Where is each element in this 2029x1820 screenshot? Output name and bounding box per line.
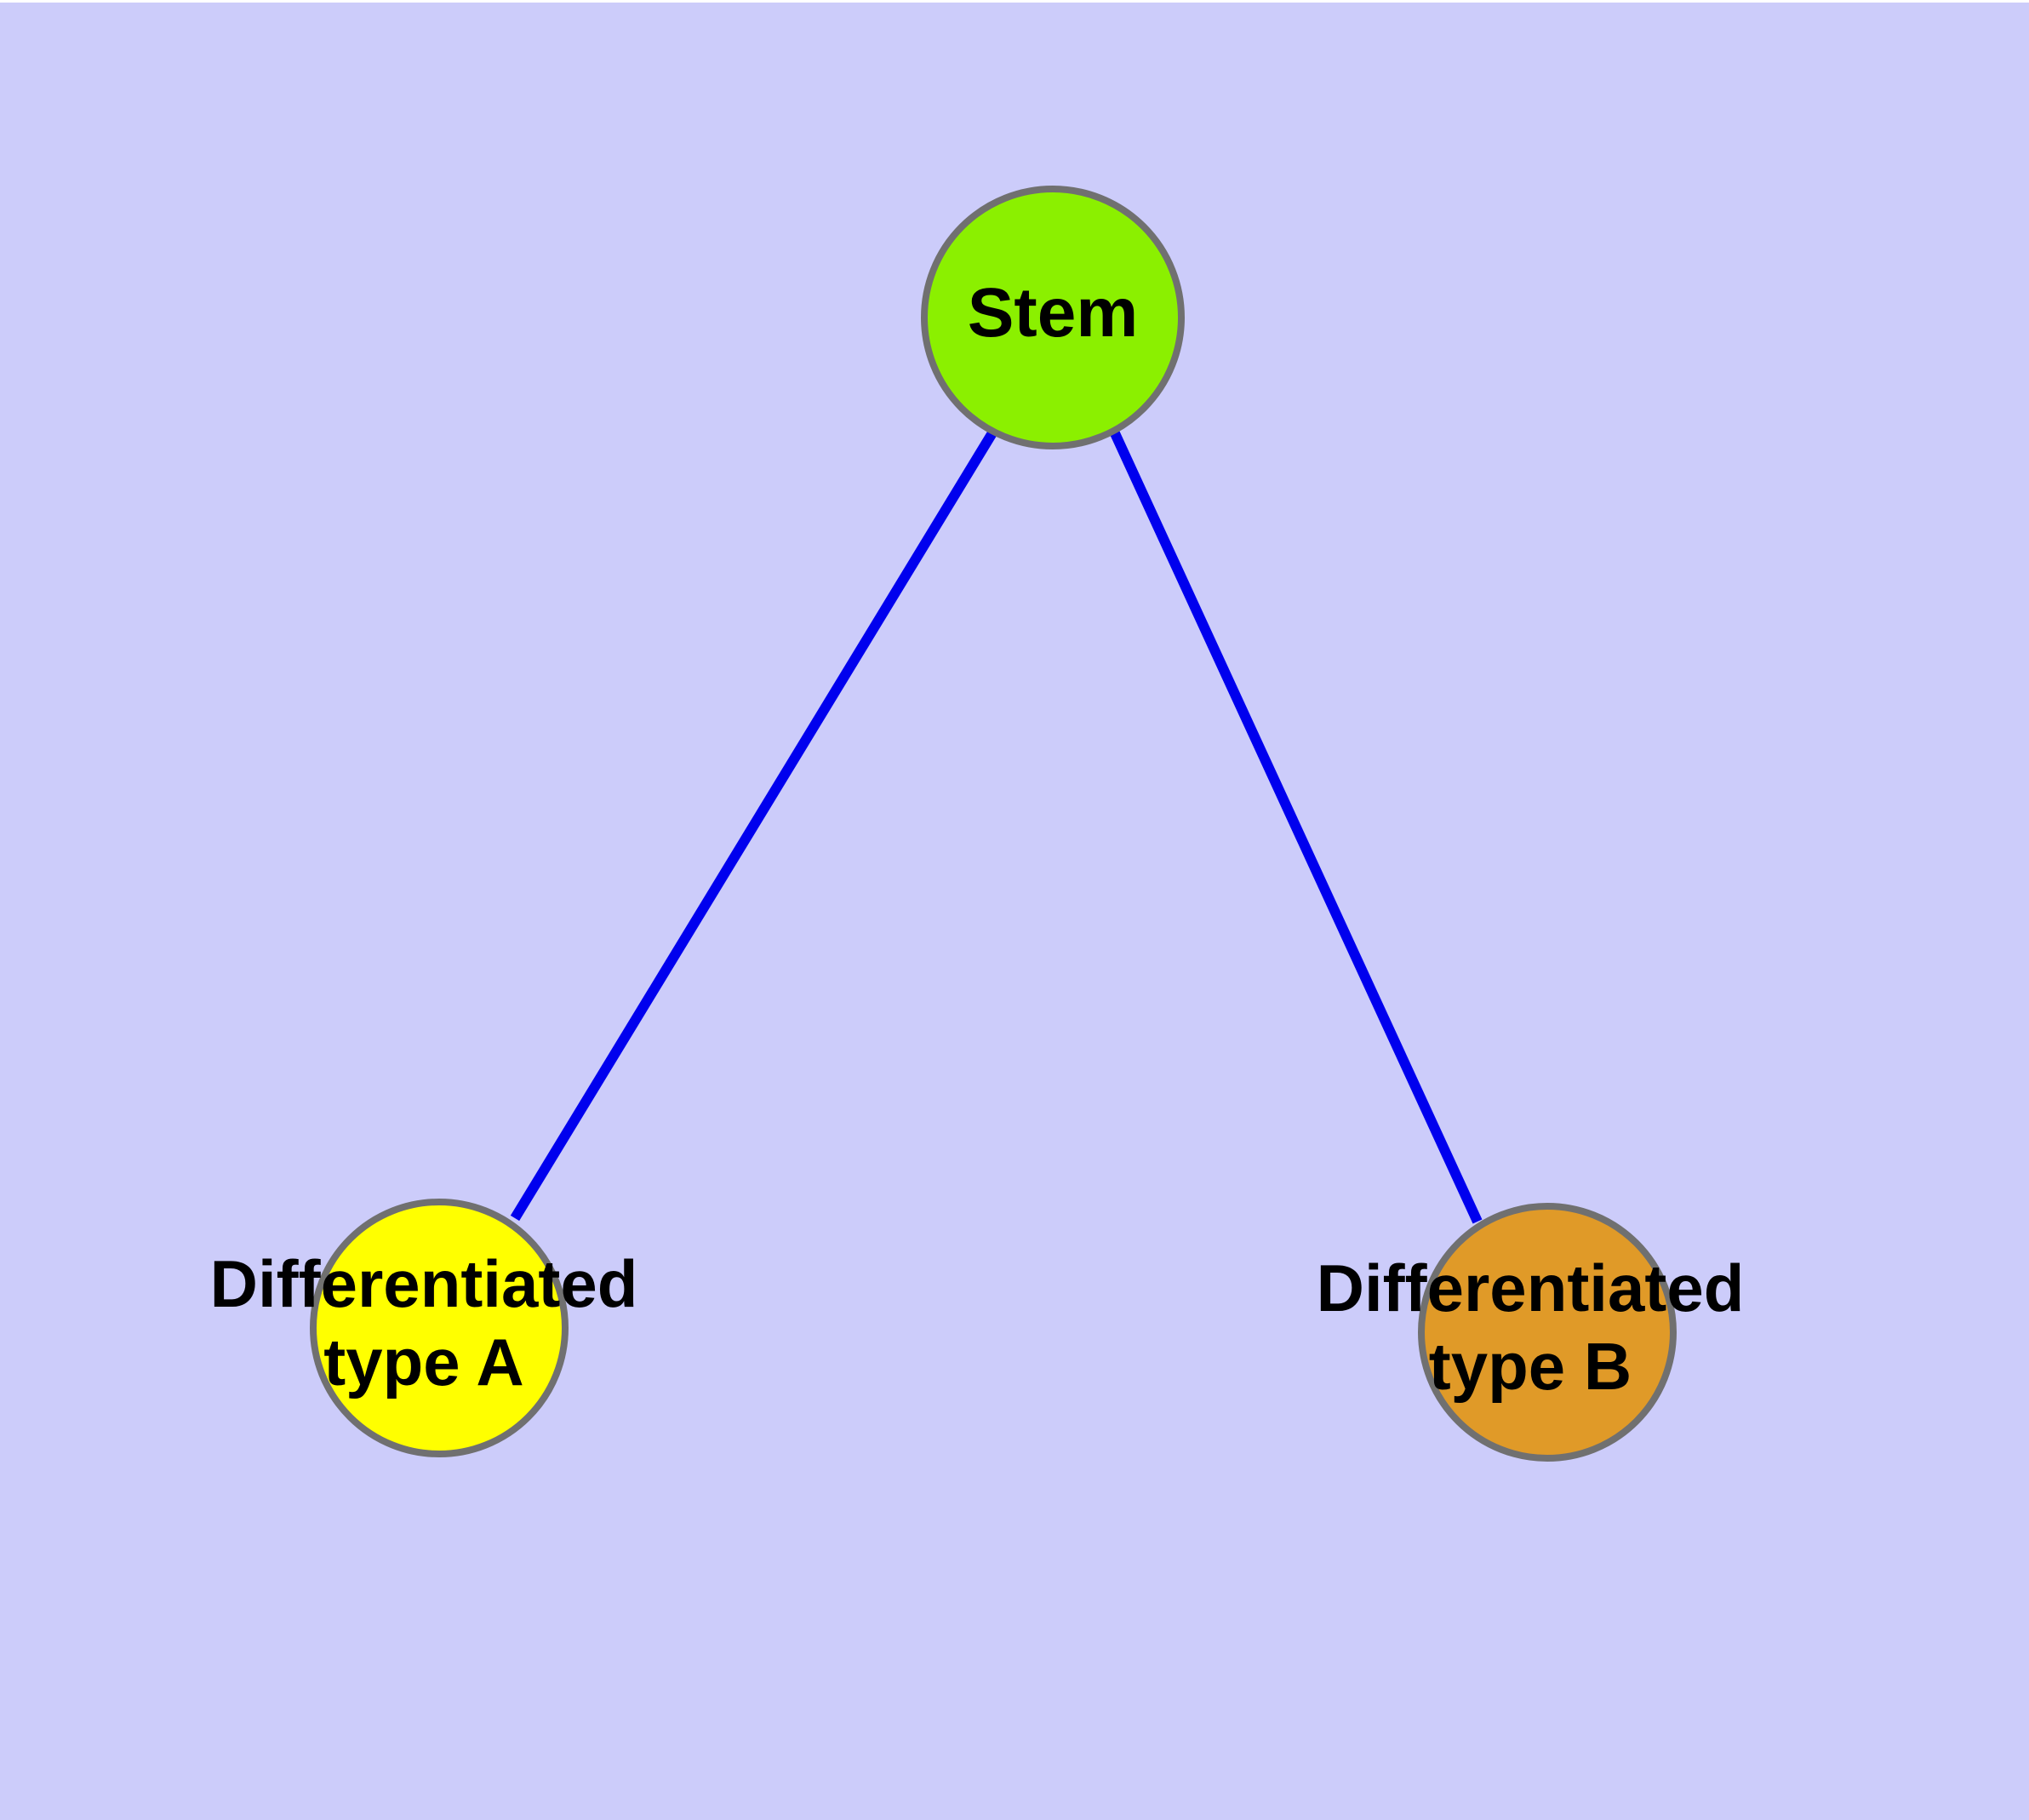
node-stem[interactable]: Stem <box>921 186 1185 449</box>
node-differentiated-type-b-circle[interactable] <box>1418 1203 1677 1462</box>
node-stem-label: Stem <box>968 274 1139 352</box>
edge-stem-to-differentiated-a[interactable] <box>510 428 998 1222</box>
edge-layer <box>510 428 1483 1224</box>
node-stem-circle[interactable] <box>921 186 1185 449</box>
node-differentiated-type-a-circle[interactable] <box>310 1199 569 1457</box>
edge-stem-to-differentiated-b[interactable] <box>1110 431 1483 1224</box>
